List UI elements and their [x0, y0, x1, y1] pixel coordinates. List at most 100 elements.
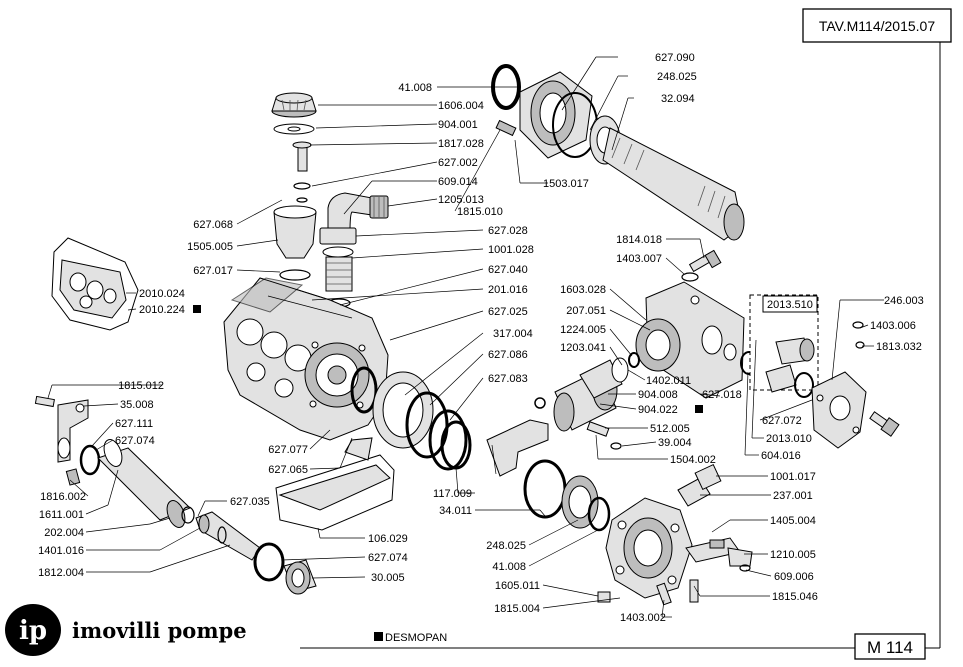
part-label-609-006: 609.006: [774, 571, 814, 583]
desmopan-marker: [695, 405, 703, 413]
part-label-1813-032: 1813.032: [876, 341, 922, 353]
part-label-627-040: 627.040: [488, 264, 528, 276]
desmopan-legend: DESMOPAN: [385, 632, 447, 644]
part-label-1203-041: 1203.041: [560, 342, 606, 354]
part-label-1001-028: 1001.028: [488, 244, 534, 256]
desmopan-marker: [193, 305, 201, 313]
part-label-41-008b: 41.008: [492, 561, 526, 573]
part-label-1611-001: 1611.001: [39, 509, 84, 521]
bracket: [486, 419, 549, 477]
part-label-904-008: 904.008: [638, 389, 678, 401]
part-label-627-002: 627.002: [438, 157, 478, 169]
part-label-1815-046: 1815.046: [772, 591, 818, 603]
part-label-2013-510: 2013.510: [767, 299, 813, 311]
part-label-2010-024: 2010.024: [139, 288, 185, 300]
part-label-207-051: 207.051: [566, 305, 606, 317]
part-label-627-077: 627.077: [268, 444, 308, 456]
part-label-627-083: 627.083: [488, 373, 528, 385]
part-label-201-016: 201.016: [488, 284, 528, 296]
part-label-1403-007: 1403.007: [616, 253, 662, 265]
part-label-627-068: 627.068: [193, 219, 233, 231]
head-flange-group: [749, 294, 900, 449]
footer: ip imovilli pompe DESMOPAN M 114: [5, 604, 926, 660]
piston-group-left: [34, 395, 261, 561]
part-label-1816-002: 1816.002: [40, 491, 86, 503]
part-label-904-001: 904.001: [438, 119, 478, 131]
group-box: [762, 295, 818, 313]
part-label-1403-006: 1403.006: [870, 320, 916, 332]
part-label-106-029: 106.029: [368, 533, 408, 545]
pump-body: [223, 277, 389, 441]
part-label-1605-011: 1605.011: [495, 580, 540, 592]
elbow-fitting: [319, 192, 389, 308]
part-label-1403-002: 1403.002: [620, 612, 666, 624]
part-label-627-065: 627.065: [268, 464, 308, 476]
drawing-code-box: TAV.M114/2015.07: [802, 8, 952, 43]
part-label-512-005: 512.005: [650, 423, 690, 435]
part-label-32-094: 32.094: [661, 93, 695, 105]
part-label-1606-004: 1606.004: [438, 100, 484, 112]
oil-cap-group: [271, 92, 317, 203]
part-label-627-028: 627.028: [488, 225, 528, 237]
part-label-248-025: 248.025: [657, 71, 697, 83]
part-label-248-025b: 248.025: [486, 540, 526, 552]
part-label-41-008: 41.008: [398, 82, 432, 94]
head-block: [628, 281, 769, 399]
part-label-2010-224: 2010.224: [139, 304, 185, 316]
part-label-30-005: 30.005: [371, 572, 405, 584]
valve-assembly: [534, 357, 629, 450]
part-label-1402-011: 1402.011: [646, 375, 691, 387]
seal-rings: [350, 366, 472, 471]
part-label-317-004: 317.004: [493, 328, 533, 340]
bearing-group: [523, 459, 611, 532]
sheet-frame: [300, 42, 941, 649]
drawings: [34, 64, 900, 606]
part-label-2013-010: 2013.010: [766, 433, 812, 445]
part-label-627-017: 627.017: [193, 265, 233, 277]
logo-text: ip: [19, 616, 47, 646]
part-label-246-003: 246.003: [884, 295, 924, 307]
part-label-39-004: 39.004: [658, 437, 692, 449]
part-label-1503-017: 1503.017: [543, 178, 589, 190]
part-label-1405-004: 1405.004: [770, 515, 816, 527]
part-label-627-111: 627.111: [115, 418, 153, 430]
shaft-group: [491, 64, 745, 241]
bolts-right: [681, 249, 722, 282]
desmopan-legend-marker: [374, 632, 383, 641]
part-label-1603-028: 1603.028: [560, 284, 606, 296]
part-label-1815-004: 1815.004: [494, 603, 540, 615]
part-label-34-011: 34.011: [439, 505, 472, 517]
drawing-code: TAV.M114/2015.07: [819, 18, 935, 34]
part-label-1210-005: 1210.005: [770, 549, 816, 561]
part-label-627-086: 627.086: [488, 349, 528, 361]
part-label-35-008: 35.008: [120, 399, 154, 411]
part-label-1814-018: 1814.018: [616, 234, 662, 246]
sight-glass: [273, 205, 317, 281]
model-label: M 114: [867, 638, 913, 657]
part-labels: 41.008 1606.004 904.001 1817.028 627.002…: [38, 52, 924, 624]
part-label-1817-028: 1817.028: [438, 138, 484, 150]
part-label-1815-010: 1815.010: [457, 206, 503, 218]
part-label-627-074: 627.074: [115, 435, 155, 447]
base-plate: [275, 437, 395, 531]
part-label-627-072: 627.072: [762, 415, 802, 427]
part-label-1815-012: 1815.012: [118, 380, 164, 392]
rear-cover: [51, 237, 139, 331]
part-label-627-035: 627.035: [230, 496, 270, 508]
part-label-604-016: 604.016: [761, 450, 801, 462]
brand-name: imovilli pompe: [72, 618, 247, 643]
end-cap: [253, 542, 317, 595]
part-label-1504-002: 1504.002: [670, 454, 716, 466]
brand-logo: ip: [5, 604, 61, 656]
part-label-237-001: 237.001: [773, 490, 813, 502]
part-label-609-014: 609.014: [438, 176, 478, 188]
manifold: [597, 463, 753, 606]
part-label-1505-005: 1505.005: [187, 241, 233, 253]
part-label-1001-017: 1001.017: [770, 471, 816, 483]
part-label-1812-004: 1812.004: [38, 567, 84, 579]
leader-lines: [47, 56, 884, 618]
part-label-1205-013: 1205.013: [438, 194, 484, 206]
part-label-627-074b: 627.074: [368, 552, 408, 564]
part-label-117-009: 117.009: [433, 488, 472, 500]
